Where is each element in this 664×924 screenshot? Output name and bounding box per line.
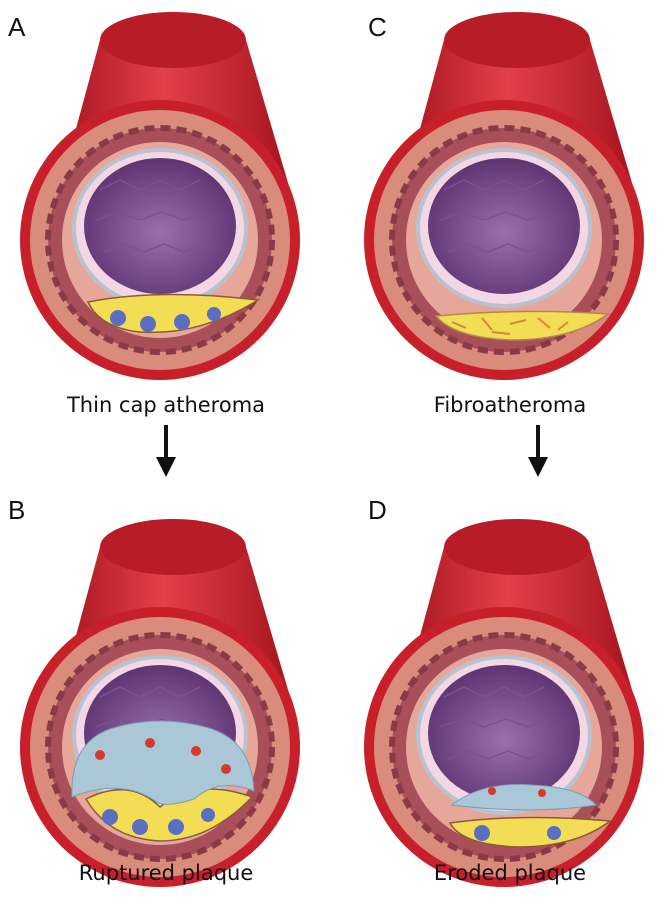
caption-b: Ruptured plaque [0, 861, 332, 885]
foam-cell [174, 314, 190, 330]
panel-b: B Ruptured plaque [0, 447, 332, 894]
foam-cell [102, 809, 118, 825]
foam-cell [207, 307, 221, 321]
caption-d: Eroded plaque [344, 861, 664, 885]
panel-c: C Fibroatheroma [332, 0, 664, 447]
red-blood-cell [488, 787, 496, 795]
foam-cell [168, 819, 184, 835]
red-blood-cell [145, 738, 155, 748]
panel-a: A Thin cap atheroma [0, 0, 332, 447]
vessel-illustration-b [0, 477, 332, 924]
foam-cell [110, 310, 126, 326]
foam-cell [474, 825, 490, 841]
vessel-illustration-a [0, 0, 332, 447]
foam-cell [132, 819, 148, 835]
caption-a: Thin cap atheroma [0, 393, 332, 417]
red-blood-cell [538, 789, 546, 797]
vessel-illustration-d [332, 477, 664, 924]
foam-cell [140, 316, 156, 332]
foam-cell [201, 808, 215, 822]
red-blood-cell [191, 746, 201, 756]
caption-c: Fibroatheroma [344, 393, 664, 417]
panel-d: D Eroded plaque [332, 447, 664, 894]
red-blood-cell [95, 750, 105, 760]
foam-cell [547, 826, 561, 840]
red-blood-cell [221, 764, 231, 774]
vessel-illustration-c [332, 0, 664, 447]
